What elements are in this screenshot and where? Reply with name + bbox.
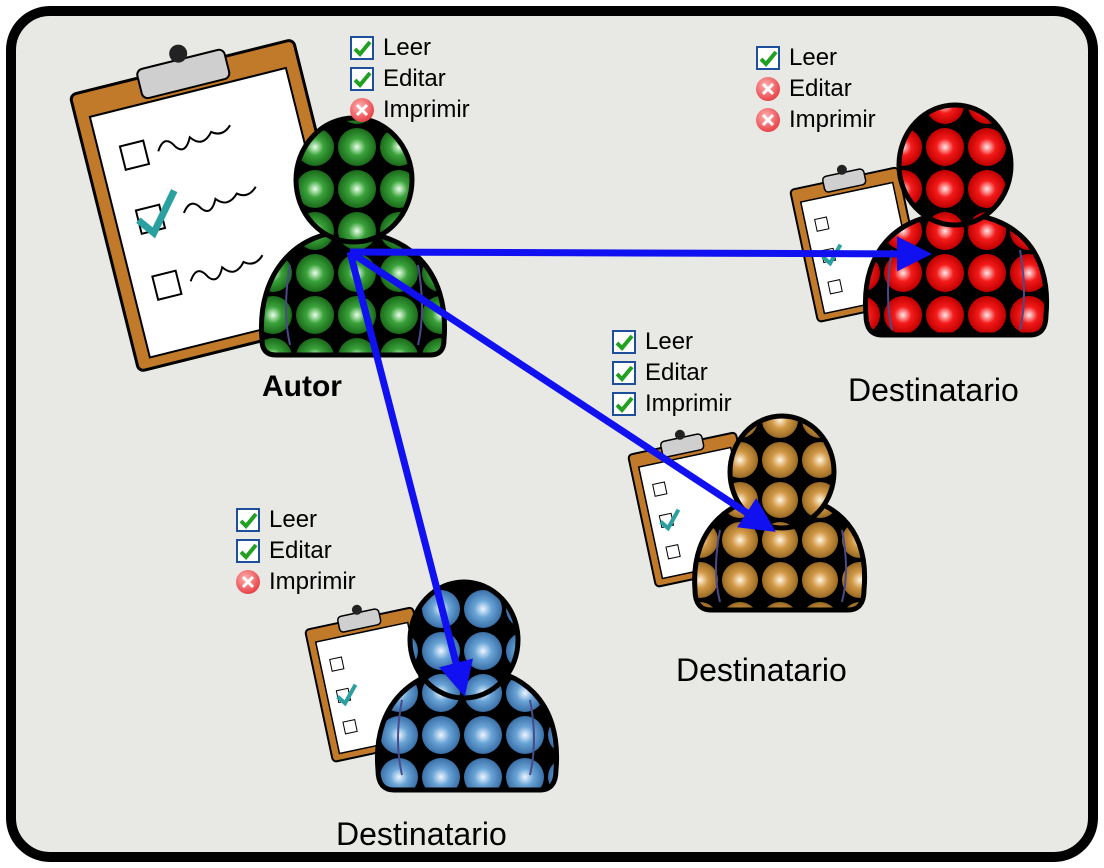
red-x-icon (236, 569, 260, 594)
permission-label: Imprimir (645, 389, 732, 417)
author-user-icon (258, 115, 448, 358)
arrow-to-blue-recipient (346, 251, 473, 697)
permission-row: Editar (612, 357, 732, 388)
green-check-icon (756, 45, 780, 70)
permission-row: Editar (236, 535, 356, 566)
permission-label: Leer (789, 43, 838, 71)
permission-label: Editar (789, 74, 852, 102)
permission-label: Editar (269, 536, 332, 564)
permission-label: Leer (645, 327, 694, 355)
green-check-icon (350, 35, 374, 60)
red-x-icon (756, 107, 780, 132)
green-check-icon (612, 360, 636, 385)
recipient-permissions: Leer Editar Imprimir (612, 326, 732, 419)
green-check-icon (612, 391, 636, 416)
permission-row: Leer (236, 504, 356, 535)
permission-row: Leer (612, 326, 732, 357)
recipient-label: Destinatario (848, 372, 1019, 408)
permission-label: Leer (383, 33, 432, 61)
permission-label: Editar (383, 64, 446, 92)
permission-row: Leer (756, 42, 876, 73)
recipient-user-icon (374, 579, 560, 793)
permission-row: Imprimir (350, 94, 470, 125)
permission-row: Editar (350, 63, 470, 94)
permission-label: Imprimir (269, 567, 356, 595)
permission-label: Editar (645, 358, 708, 386)
recipient-label: Destinatario (676, 652, 847, 688)
permission-label: Leer (269, 505, 318, 533)
permission-row: Editar (756, 73, 876, 104)
red-x-icon (350, 97, 374, 122)
author-label: Autor (262, 370, 342, 403)
recipient-label: Destinatario (336, 816, 507, 852)
share-arrows (346, 236, 932, 697)
author-permissions: Leer Editar Imprimir (350, 32, 470, 125)
green-check-icon (350, 66, 374, 91)
permission-label: Imprimir (383, 95, 470, 123)
green-check-icon (236, 507, 260, 532)
arrow-to-tan-recipient (348, 249, 776, 532)
recipient-permissions: Leer Editar Imprimir (236, 504, 356, 597)
permission-row: Imprimir (756, 104, 876, 135)
permission-row: Imprimir (236, 566, 356, 597)
recipient-permissions: Leer Editar Imprimir (756, 42, 876, 135)
permission-label: Imprimir (789, 105, 876, 133)
arrow-to-red-recipient (349, 236, 932, 272)
green-check-icon (236, 538, 260, 563)
permission-row: Imprimir (612, 388, 732, 419)
permission-row: Leer (350, 32, 470, 63)
red-x-icon (756, 76, 780, 101)
green-check-icon (612, 329, 636, 354)
